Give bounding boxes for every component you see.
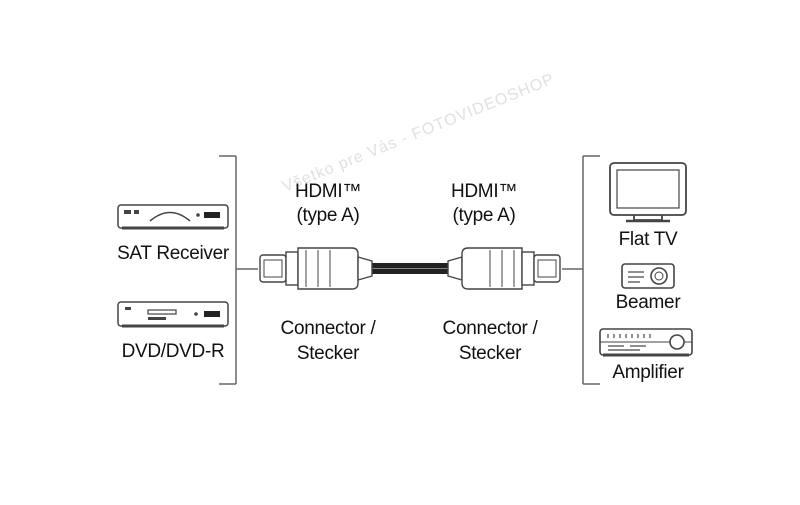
right-connector-title-line1: HDMI™ — [450, 181, 518, 202]
left-bracket — [219, 155, 258, 385]
right-connector-title-line2: (type A) — [452, 205, 516, 226]
right-connector-caption-line1: Connector / — [442, 318, 538, 339]
dvd-label: DVD/DVD-R — [121, 341, 225, 362]
left-connector-caption-line2: Stecker — [296, 343, 360, 364]
amplifier-label: Amplifier — [612, 362, 684, 383]
right-connector-caption-line2: Stecker — [458, 343, 522, 364]
left-connector-title-line1: HDMI™ — [294, 181, 362, 202]
left-connector-title-line2: (type A) — [296, 205, 360, 226]
flat-tv-label: Flat TV — [618, 229, 678, 250]
sat-receiver-icon — [117, 204, 229, 230]
beamer-label: Beamer — [615, 292, 681, 313]
beamer-icon — [621, 263, 675, 289]
right-bracket — [562, 155, 600, 385]
sat-receiver-label: SAT Receiver — [117, 243, 229, 264]
flat-tv-icon — [609, 162, 687, 223]
right-hdmi-connector — [447, 247, 561, 290]
left-hdmi-connector — [259, 247, 373, 290]
left-connector-caption-line1: Connector / — [280, 318, 376, 339]
dvd-player-icon — [117, 301, 229, 328]
amplifier-icon — [599, 328, 693, 357]
